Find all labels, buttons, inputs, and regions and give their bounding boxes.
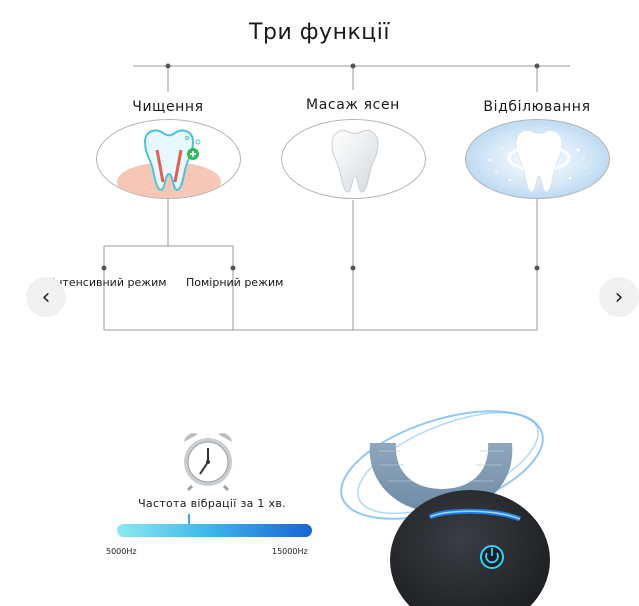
function-label-gum-massage: Масаж ясен — [306, 97, 400, 113]
alarm-clock-icon — [184, 433, 232, 492]
function-label-whitening: Відбілювання — [483, 99, 591, 115]
mode-label-intensive: Інтенсивний режим — [52, 276, 167, 289]
gum-massage-oval — [281, 119, 426, 199]
chevron-right-icon: › — [614, 284, 624, 310]
frequency-marker — [188, 514, 190, 526]
mode-label-moderate: Помірний режим — [186, 276, 284, 289]
page-title: Три функції — [249, 20, 390, 45]
u-shaped-toothbrush-illustration — [340, 410, 550, 606]
carousel-next-button[interactable]: › — [599, 277, 639, 317]
frequency-min-label: 5000Hz — [106, 547, 137, 556]
vibration-frequency-label: Частота вібрації за 1 хв. — [138, 497, 286, 510]
chevron-left-icon: ‹ — [41, 284, 51, 310]
frequency-max-label: 15000Hz — [272, 547, 308, 556]
whitening-oval — [465, 119, 610, 199]
cleaning-oval — [96, 119, 241, 199]
tooth-whitening-icon — [488, 130, 587, 193]
carousel-prev-button[interactable]: ‹ — [26, 277, 66, 317]
frequency-gradient-bar — [117, 524, 312, 537]
function-label-cleaning: Чищення — [132, 99, 204, 115]
tooth-icon — [331, 130, 379, 193]
tooth-cleaning-icon — [117, 129, 221, 198]
